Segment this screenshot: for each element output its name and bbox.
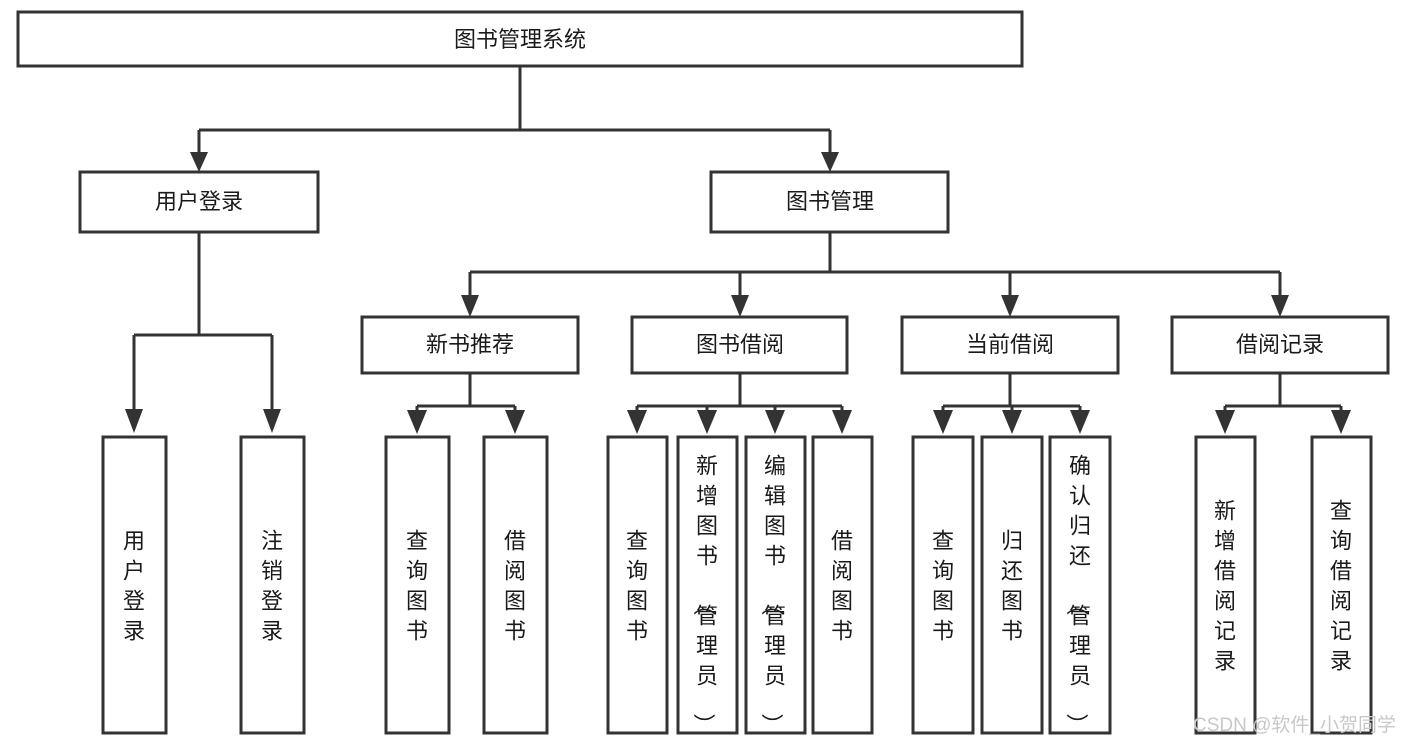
arrow-head-leaf-query-record — [1331, 410, 1351, 434]
node-root-label: 图书管理系统 — [454, 27, 586, 52]
arrow-head-leaf-return-book — [1002, 410, 1022, 434]
leaf-query-record-box[interactable] — [1310, 435, 1373, 735]
leaf-add-book-box[interactable] — [676, 435, 739, 735]
arrow-head-book-manage — [821, 152, 839, 172]
leaf-query-book-cur[interactable]: 查询图书 — [911, 435, 975, 735]
leaf-query-record[interactable]: 查询借阅记录 — [1310, 435, 1373, 735]
node-borrow-record-label: 借阅记录 — [1236, 332, 1324, 357]
arrow-head-leaf-add-book — [697, 410, 717, 434]
arrow-head-leaf-edit-book — [765, 410, 785, 434]
arrow-head-leaf-query-book-cur — [933, 410, 953, 434]
node-book-manage[interactable]: 图书管理 — [709, 170, 950, 234]
node-user-login-label: 用户登录 — [155, 189, 243, 214]
leaf-add-record-box[interactable] — [1194, 435, 1257, 735]
node-current-borrow-label: 当前借阅 — [966, 332, 1054, 357]
leaf-return-book-box[interactable] — [980, 435, 1044, 735]
arrow-head-leaf-borrow-book — [832, 410, 852, 434]
arrow-head-leaf-query-book-borrow — [627, 410, 647, 434]
arrow-head-new-book-rec — [461, 295, 479, 317]
leaf-return-book-label: 归还图书 — [1001, 528, 1023, 643]
node-borrow-record-box[interactable] — [1170, 315, 1390, 375]
arrow-head-leaf-borrow-book-rec — [505, 410, 525, 434]
leaf-user-login[interactable]: 用户登录 — [101, 435, 168, 735]
leaf-add-record-label: 新增借阅记录 — [1214, 498, 1236, 673]
leaf-query-book-rec-box[interactable] — [384, 435, 451, 735]
leaf-query-record-label: 查询借阅记录 — [1330, 498, 1352, 673]
leaf-borrow-book-label: 借阅图书 — [831, 528, 853, 643]
leaf-user-logout-box[interactable] — [239, 435, 306, 735]
leaf-borrow-book-rec[interactable]: 借阅图书 — [482, 435, 549, 735]
arrow-head-book-borrow — [731, 295, 749, 317]
arrow-head-user-login — [190, 152, 208, 172]
leaf-edit-book-box[interactable] — [744, 435, 807, 735]
leaf-query-book-rec[interactable]: 查询图书 — [384, 435, 451, 735]
leaf-edit-book[interactable]: 编辑图书（管理员） — [744, 435, 807, 735]
node-user-login-box[interactable] — [78, 170, 320, 234]
connector-layer — [125, 66, 1351, 434]
leaf-add-record[interactable]: 新增借阅记录 — [1194, 435, 1257, 735]
node-new-book-rec[interactable]: 新书推荐 — [360, 315, 580, 375]
leaf-query-book-cur-box[interactable] — [911, 435, 975, 735]
arrow-head-leaf-user-logout — [263, 409, 281, 433]
leaf-user-login-label: 用户登录 — [123, 528, 145, 643]
node-new-book-rec-label: 新书推荐 — [426, 332, 514, 357]
arrow-head-current-borrow — [1001, 295, 1019, 317]
leaf-confirm-return-box[interactable] — [1048, 435, 1112, 735]
leaf-query-book-cur-label: 查询图书 — [932, 528, 954, 643]
node-user-login[interactable]: 用户登录 — [78, 170, 320, 234]
leaf-query-book-borrow[interactable]: 查询图书 — [606, 435, 669, 735]
node-book-manage-box[interactable] — [709, 170, 950, 234]
leaf-query-book-rec-label: 查询图书 — [406, 528, 428, 643]
arrow-head-leaf-query-book-rec — [407, 410, 427, 434]
node-book-borrow[interactable]: 图书借阅 — [630, 315, 849, 375]
node-book-manage-label: 图书管理 — [786, 189, 874, 214]
leaf-borrow-book-rec-label: 借阅图书 — [504, 528, 526, 643]
arrow-head-leaf-confirm-return — [1070, 410, 1090, 434]
leaf-query-book-borrow-box[interactable] — [606, 435, 669, 735]
csdn-watermark: CSDN @软件_小贺同学 — [1193, 714, 1396, 736]
node-borrow-record[interactable]: 借阅记录 — [1170, 315, 1390, 375]
arrow-head-borrow-record — [1271, 295, 1289, 317]
leaf-add-book[interactable]: 新增图书（管理员） — [676, 435, 739, 735]
node-new-book-rec-box[interactable] — [360, 315, 580, 375]
leaf-edit-book-label: 编辑图书（管理员） — [759, 453, 786, 735]
leaf-borrow-book-rec-box[interactable] — [482, 435, 549, 735]
node-book-borrow-label: 图书借阅 — [696, 332, 784, 357]
leaf-confirm-return[interactable]: 确认归还（管理员） — [1048, 435, 1112, 735]
leaf-user-login-box[interactable] — [101, 435, 168, 735]
arrow-head-leaf-user-login — [125, 409, 143, 433]
node-book-borrow-box[interactable] — [630, 315, 849, 375]
node-current-borrow-box[interactable] — [900, 315, 1120, 375]
arrow-head-leaf-add-record — [1215, 410, 1235, 434]
node-root-box[interactable] — [16, 10, 1024, 68]
leaf-return-book[interactable]: 归还图书 — [980, 435, 1044, 735]
leaf-user-logout-label: 注销登录 — [261, 528, 283, 643]
node-current-borrow[interactable]: 当前借阅 — [900, 315, 1120, 375]
node-root[interactable]: 图书管理系统 — [16, 10, 1024, 68]
leaf-query-book-borrow-label: 查询图书 — [626, 528, 648, 643]
leaf-borrow-book[interactable]: 借阅图书 — [811, 435, 874, 735]
leaf-confirm-return-label: 确认归还（管理员） — [1064, 453, 1091, 735]
leaf-user-logout[interactable]: 注销登录 — [239, 435, 306, 735]
leaf-add-book-label: 新增图书（管理员） — [691, 453, 718, 735]
leaf-borrow-book-box[interactable] — [811, 435, 874, 735]
